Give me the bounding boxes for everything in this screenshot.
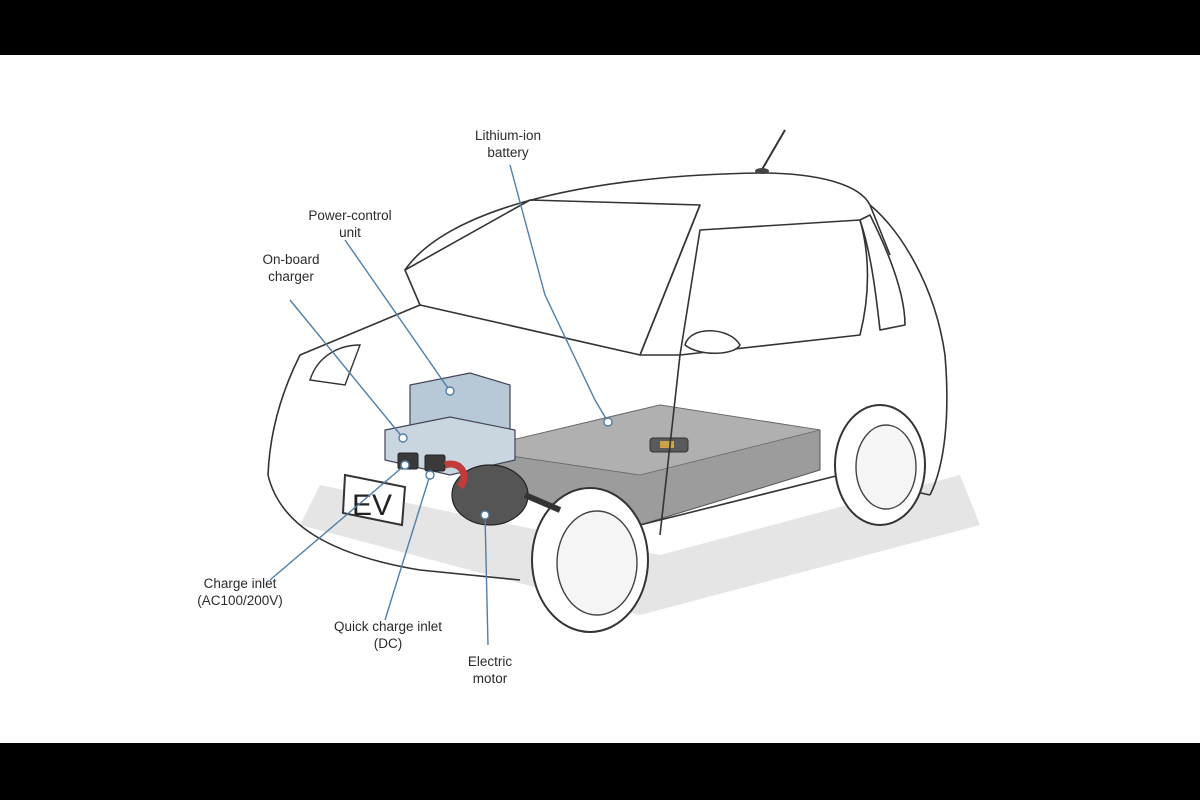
door-line [640,354,681,536]
leader-quick-charge-inlet [384,474,431,621]
leader-on-board-charger [289,299,404,439]
letterbox-bottom [0,743,1200,800]
letterbox-top [0,0,1200,55]
label-on-board-charger: On-board charger [262,252,320,284]
label-charge-inlet: Charge inlet (AC100/200V) [197,576,283,608]
marker-charge-inlet [400,460,410,470]
antenna [759,129,786,174]
roof-outline [404,172,891,271]
side-mirror [684,330,741,354]
front-bumper [267,474,521,581]
rear-window [859,214,906,331]
leader-lithium-ion-battery [509,164,609,423]
label-lithium-ion-battery: Lithium-ion battery [474,128,542,160]
marker-on-board-charger [398,433,408,443]
ev-badge-text: EV [352,489,392,522]
hood-outline [267,304,421,476]
leader-charge-inlet [269,464,406,581]
a-pillar [639,204,701,356]
front-wheel [531,487,649,633]
marker-lithium-ion-battery [603,417,613,427]
marker-quick-charge-inlet [425,470,435,480]
battery-pack-top [469,404,821,476]
rear-outline [869,204,948,496]
headlight [309,344,362,386]
battery-plug-accent [660,441,674,448]
diagram-canvas: EV Lithium-ion battery Power-control uni… [0,55,1200,743]
marker-power-control-unit [445,386,455,396]
label-quick-charge-inlet: Quick charge inlet (DC) [333,619,443,651]
marker-electric-motor [480,510,490,520]
label-power-control-unit: Power-control unit [308,208,392,240]
antenna-base [755,168,769,174]
ev-plate [341,473,407,527]
leader-electric-motor [484,514,489,646]
car-cutaway-illustration: EV [267,129,980,646]
rear-wheel [834,404,926,526]
drive-shaft [523,492,562,513]
windshield-outline [404,199,701,356]
leader-power-control-unit [344,239,451,392]
red-cable [443,460,468,490]
quick-charge-inlet-socket [424,454,446,472]
label-electric-motor: Electric motor [467,654,513,686]
